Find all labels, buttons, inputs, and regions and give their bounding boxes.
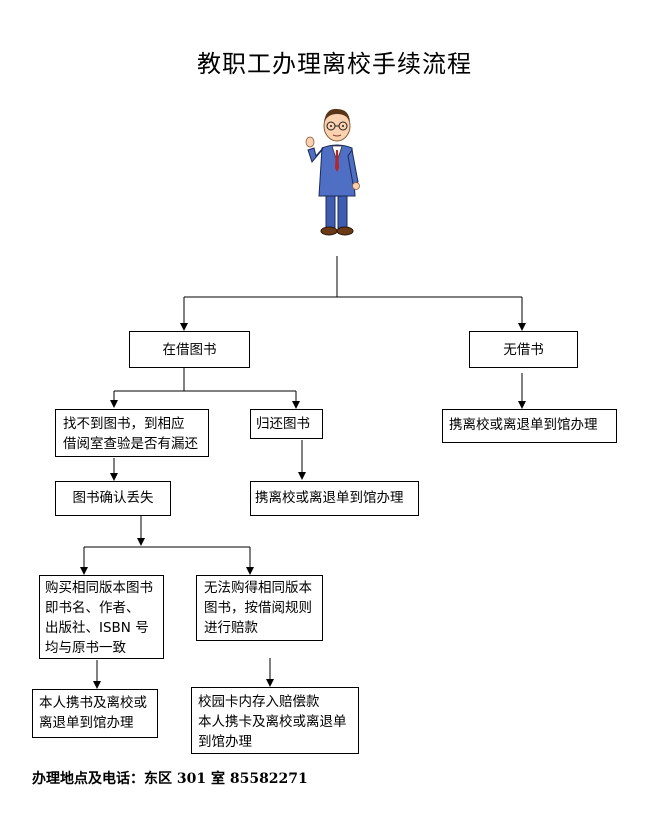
no-borrow-action-node: 携离校或离退单到馆办理 [442, 409, 617, 443]
cannot-buy-node: 无法购得相同版本 图书，按借阅规则 进行赔款 [196, 575, 323, 641]
book-not-found-node: 找不到图书，到相应 借阅室查验是否有漏还 [55, 409, 209, 457]
return-action-node: 携离校或离退单到馆办理 [250, 481, 419, 516]
contact-footer: 办理地点及电话：东区 301 室 85582271 [32, 771, 308, 787]
node-label: 携离校或离退单到馆办理 [255, 490, 404, 506]
teacher-illustration [305, 108, 360, 236]
buy-same-edition-node: 购买相同版本图书 即书名、作者、 出版社、ISBN 号 均与原书一致 [39, 575, 164, 659]
card-payment-node: 校园卡内存入赔偿款 本人携卡及离校或离退单 到馆办理 [191, 687, 359, 754]
node-label: 无借书 [503, 342, 544, 358]
node-label: 在借图书 [162, 342, 217, 358]
no-borrow-node: 无借书 [469, 331, 578, 368]
return-books-node: 归还图书 [250, 409, 323, 439]
node-label: 找不到图书，到相应 借阅室查验是否有漏还 [63, 416, 198, 452]
confirm-lost-node: 图书确认丢失 [55, 481, 171, 516]
node-label: 本人携书及离校或 离退单到馆办理 [39, 695, 147, 731]
bring-book-node: 本人携书及离校或 离退单到馆办理 [32, 689, 158, 738]
node-label: 图书确认丢失 [72, 490, 154, 506]
node-label: 携离校或离退单到馆办理 [449, 417, 598, 433]
node-label: 归还图书 [256, 416, 310, 432]
node-label: 校园卡内存入赔偿款 本人携卡及离校或离退单 到馆办理 [198, 694, 347, 750]
diagram-title: 教职工办理离校手续流程 [197, 50, 472, 78]
node-label: 无法购得相同版本 图书，按借阅规则 进行赔款 [204, 580, 312, 636]
node-label: 购买相同版本图书 即书名、作者、 出版社、ISBN 号 均与原书一致 [45, 580, 153, 656]
borrowed-books-node: 在借图书 [129, 331, 250, 368]
